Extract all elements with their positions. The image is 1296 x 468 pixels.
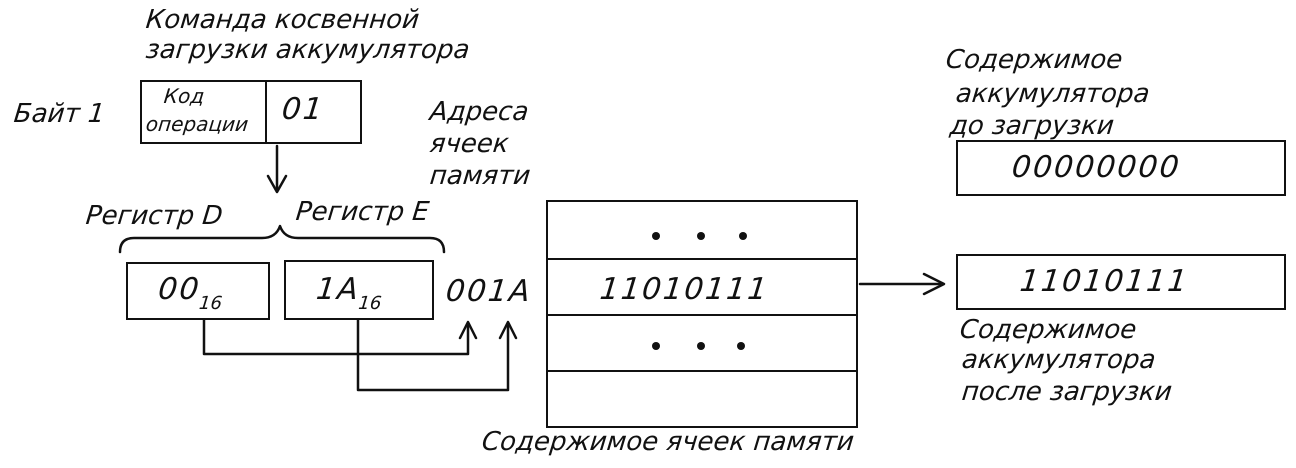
reg-e-connector: [356, 318, 510, 392]
acc-after-box: [956, 254, 1286, 310]
register-brace: [118, 224, 446, 254]
register-d-box: [126, 262, 270, 320]
reg-d-arrowhead: [458, 320, 478, 340]
instruction-byte-box: [140, 80, 362, 144]
memory-row-divider-1: [546, 258, 858, 260]
memory-to-acc-arrowhead: [922, 272, 946, 296]
opcode-divider: [265, 80, 267, 144]
acc-before-box: [956, 140, 1286, 196]
reg-d-connector: [202, 318, 470, 356]
memory-row-divider-2: [546, 314, 858, 316]
memory-row-divider-3: [546, 370, 858, 372]
down-arrowhead: [266, 174, 288, 194]
reg-e-arrowhead: [498, 320, 518, 340]
register-e-box: [284, 260, 434, 320]
